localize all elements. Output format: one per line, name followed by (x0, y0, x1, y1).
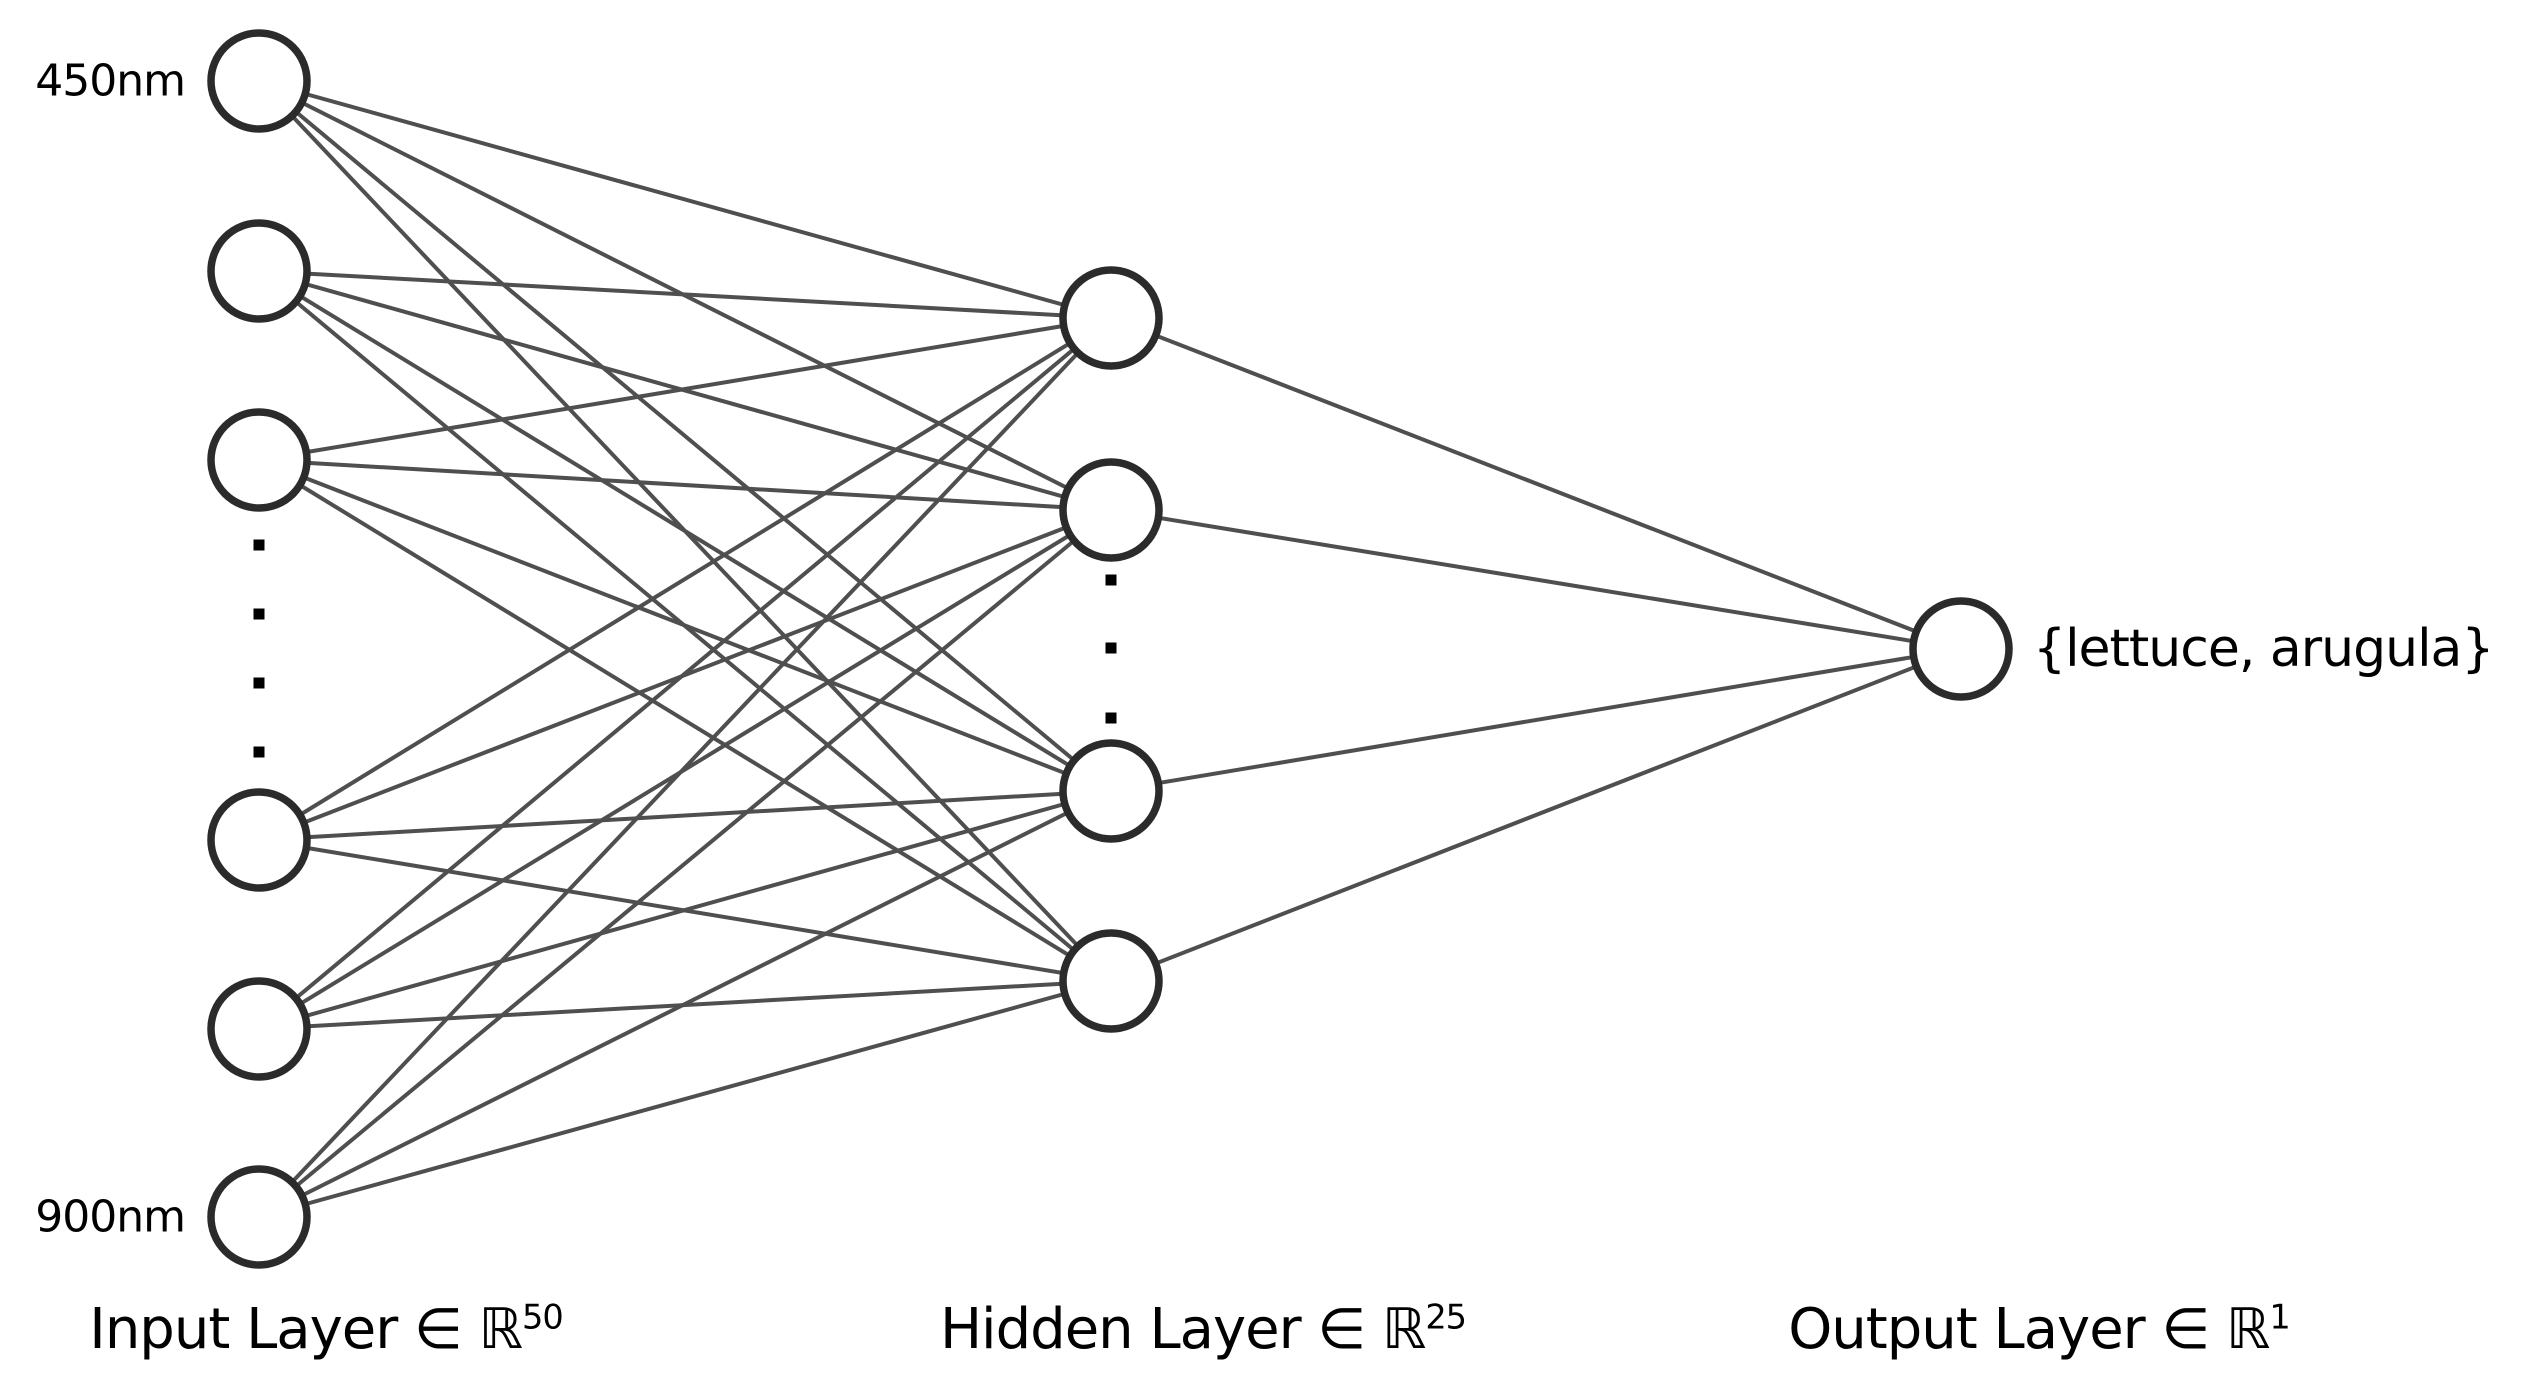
output-layer-label-text: Output Layer ∈ ℝ (1788, 1297, 2270, 1362)
edge-hidden3-output1 (1110, 647, 1962, 793)
edge-input3-hidden1 (258, 316, 1112, 462)
edge-input6-hidden2 (257, 508, 1113, 1219)
output-classes-label: {lettuce, arugula} (2033, 619, 2494, 679)
input-ellipsis-dot-4 (253, 746, 265, 758)
edge-input5-hidden1 (257, 316, 1113, 1031)
edge-hidden2-output1 (1110, 508, 1962, 651)
input-node-1 (207, 29, 311, 133)
edge-input6-hidden3 (258, 789, 1112, 1219)
input-node-2 (207, 219, 311, 323)
edge-input1-hidden3 (257, 79, 1113, 793)
hidden-node-3 (1059, 739, 1163, 843)
output-layer-label: Output Layer ∈ ℝ1 (1788, 1297, 2291, 1362)
hidden-node-2 (1059, 458, 1163, 562)
edge-input3-hidden4 (257, 458, 1113, 983)
edge-input4-hidden1 (257, 316, 1113, 842)
hidden-ellipsis-dot-1 (1105, 574, 1117, 586)
input-min-wavelength-label: 450nm (35, 55, 186, 107)
hidden-node-1 (1059, 266, 1163, 370)
hidden-layer-label: Hidden Layer ∈ ℝ25 (939, 1297, 1467, 1362)
edge-input3-hidden3 (258, 458, 1112, 793)
input-node-6 (207, 1165, 311, 1269)
input-node-3 (207, 408, 311, 512)
edge-input3-hidden2 (258, 458, 1112, 512)
input-node-5 (207, 977, 311, 1081)
input-layer-label: Input Layer ∈ ℝ50 (89, 1297, 564, 1362)
edge-input2-hidden1 (258, 269, 1112, 320)
edge-input5-hidden3 (258, 789, 1112, 1031)
hidden-ellipsis-dot-3 (1105, 712, 1117, 724)
input-ellipsis-dot-3 (253, 677, 265, 689)
input-ellipsis-dot-1 (253, 539, 265, 551)
input-max-wavelength-label: 900nm (35, 1191, 186, 1243)
edge-input1-hidden1 (258, 79, 1112, 320)
output-node-1 (1909, 597, 2013, 701)
output-layer-dimension-superscript: 1 (2269, 1297, 2290, 1337)
hidden-node-4 (1059, 929, 1163, 1033)
edge-hidden4-output1 (1110, 647, 1962, 983)
edge-input4-hidden3 (258, 789, 1112, 842)
edge-hidden1-output1 (1110, 316, 1962, 651)
edge-input2-hidden3 (257, 269, 1113, 793)
hidden-ellipsis-dot-2 (1105, 642, 1117, 654)
edge-input6-hidden1 (257, 316, 1113, 1219)
input-layer-label-text: Input Layer ∈ ℝ (89, 1297, 523, 1362)
input-layer-dimension-superscript: 50 (521, 1297, 564, 1337)
hidden-layer-dimension-superscript: 25 (1425, 1297, 1467, 1337)
input-ellipsis-dot-2 (253, 608, 265, 620)
edge-input6-hidden4 (258, 979, 1112, 1219)
hidden-layer-label-text: Hidden Layer ∈ ℝ (939, 1297, 1426, 1362)
input-node-4 (207, 788, 311, 892)
